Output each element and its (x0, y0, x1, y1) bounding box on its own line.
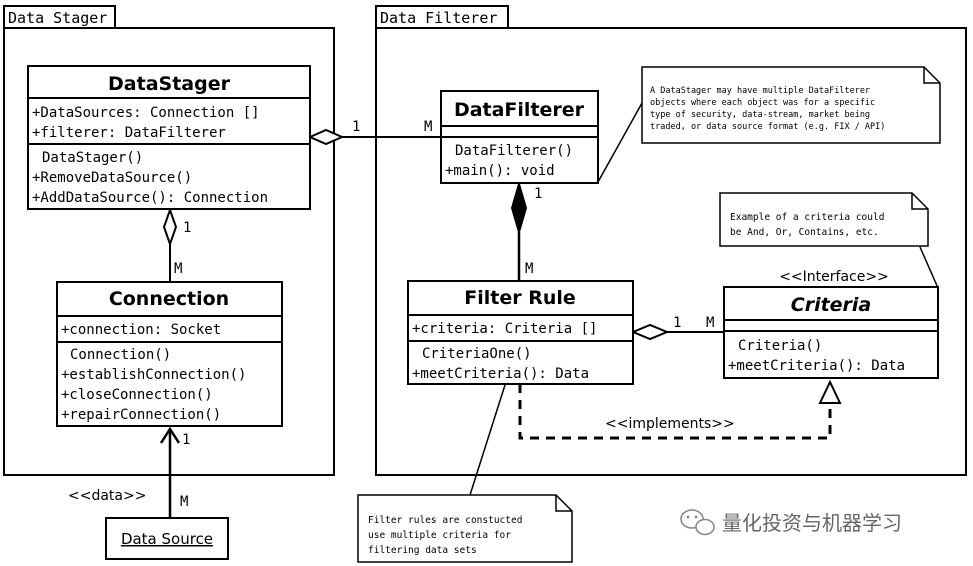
aggregation-rule-criteria (630, 323, 724, 341)
data-source-label: Data Source (121, 530, 213, 548)
multiplicity-label: 1 (182, 432, 190, 448)
class-datastager-method: +RemoveDataSource() (32, 170, 192, 186)
note-filter-rule-line: use multiple criteria for (368, 530, 511, 541)
note-criteria: Example of a criteria could be And, Or, … (719, 192, 929, 247)
watermark-text: 量化投资与机器学习 (722, 511, 902, 535)
note-connector-criteria (919, 246, 939, 289)
class-filter-rule-attribute: +criteria: Criteria [] (412, 321, 597, 337)
multiplicity-label: 1 (534, 186, 542, 202)
note-datafilterer-line: objects where each object was for a spec… (650, 98, 875, 108)
implements-edge-label: <<implements>> (605, 416, 735, 432)
note-datafilterer-line: type of security, data-stream, market be… (650, 110, 870, 120)
class-datafilterer-method: DataFilterer() (455, 143, 573, 159)
multiplicity-label: M (706, 315, 714, 331)
class-criteria-method: +meetCriteria(): Data (728, 358, 905, 374)
aggregation-diamond (307, 128, 345, 146)
class-connection-method: Connection() (70, 347, 171, 363)
data-edge-label: <<data>> (68, 488, 146, 504)
multiplicity-label: 1 (183, 220, 191, 236)
multiplicity-label: M (174, 261, 182, 277)
class-datastager-name: DataStager (108, 73, 231, 95)
aggregation-diamond (162, 206, 178, 248)
note-criteria-line: Example of a criteria could (730, 212, 884, 223)
watermark: 量化投资与机器学习 (680, 509, 902, 536)
class-connection-method: +establishConnection() (61, 367, 246, 383)
note-filter-rule-line: filtering data sets (368, 545, 477, 556)
wechat-icon (680, 509, 715, 536)
note-criteria-line: be And, Or, Contains, etc. (730, 227, 879, 238)
note-datafilterer: A DataStager may have multiple DataFilte… (641, 66, 941, 144)
multiplicity-label: 1 (352, 119, 360, 135)
package-data-stager-label: Data Stager (8, 9, 107, 27)
class-datastager-attribute: +filterer: DataFilterer (32, 125, 226, 141)
class-criteria[interactable]: Criteria Criteria() +meetCriteria(): Dat… (723, 286, 939, 379)
package-data-filterer-label: Data Filterer (380, 9, 497, 27)
aggregation-diamond (630, 323, 670, 341)
class-filter-rule-method: +meetCriteria(): Data (412, 366, 589, 382)
class-criteria-method: Criteria() (738, 338, 822, 354)
class-filter-rule-name: Filter Rule (464, 287, 576, 309)
realization-rule-criteria (518, 379, 842, 440)
class-criteria-stereotype: <<Interface>> (779, 269, 889, 285)
class-datastager[interactable]: DataStager +DataSources: Connection [] +… (27, 65, 311, 210)
class-filter-rule[interactable]: Filter Rule +criteria: Criteria [] Crite… (407, 280, 634, 385)
class-connection-attribute: +connection: Socket (61, 322, 221, 338)
multiplicity-label: M (180, 494, 188, 510)
arrowhead (159, 426, 181, 444)
class-connection-name: Connection (109, 288, 229, 310)
aggregation-stager-connection (162, 206, 178, 282)
class-criteria-name: Criteria (791, 294, 872, 316)
class-datastager-attribute: +DataSources: Connection [] (32, 105, 260, 121)
composition-filterer-rule (510, 180, 528, 281)
class-connection-method: +repairConnection() (61, 407, 221, 423)
class-datafilterer-name: DataFilterer (454, 99, 585, 121)
class-connection-method: +closeConnection() (61, 387, 213, 403)
multiplicity-label: M (424, 119, 432, 135)
note-datafilterer-line: A DataStager may have multiple DataFilte… (650, 86, 870, 96)
class-datastager-method: DataStager() (42, 150, 143, 166)
package-data-filterer: Data Filterer (375, 5, 967, 476)
realization-triangle (818, 379, 842, 404)
class-datafilterer-method: +main(): void (445, 163, 555, 179)
note-filter-rule-line: Filter rules are constucted (368, 515, 522, 526)
class-datafilterer[interactable]: DataFilterer DataFilterer() +main(): voi… (440, 90, 599, 184)
class-connection[interactable]: Connection +connection: Socket Connectio… (56, 281, 283, 427)
dependency-source-connection (159, 426, 181, 518)
class-filter-rule-method: CriteriaOne() (422, 346, 532, 362)
composition-diamond (510, 180, 528, 236)
multiplicity-label: M (525, 261, 533, 277)
note-connector-filter-rule (469, 384, 506, 496)
aggregation-stager-filterer (307, 128, 441, 146)
note-filter-rule: Filter rules are constucted use multiple… (357, 494, 573, 563)
class-datastager-method: +AddDataSource(): Connection (32, 190, 268, 206)
data-source-box[interactable]: Data Source (105, 517, 229, 560)
note-connector-datafilterer (597, 102, 643, 183)
multiplicity-label: 1 (673, 315, 681, 331)
note-datafilterer-line: traded, or data source format (e.g. FIX … (650, 122, 885, 132)
